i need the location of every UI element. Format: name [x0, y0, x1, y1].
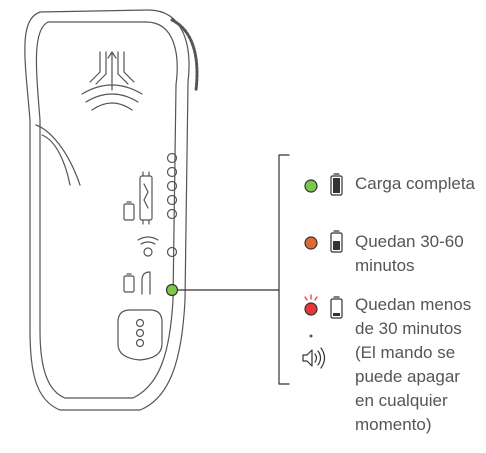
legend-low-label: Quedan menos de 30 minutos (El mando se … [355, 293, 471, 437]
legend-low-line-6: momento) [355, 415, 432, 434]
controller-illustration [24, 9, 199, 411]
full-status-dot [304, 179, 318, 193]
speaker-sound-icon [302, 347, 326, 369]
legend-bracket [278, 154, 290, 385]
controller-outer-outline [24, 9, 190, 411]
legend-low-line-4: puede apagar [355, 367, 460, 386]
blink-indicator-icon [304, 294, 318, 301]
led-column [166, 152, 178, 220]
bottom-button-pad [117, 309, 163, 361]
brand-logo-icon [81, 51, 143, 111]
legend-low-line-5: en cualquier [355, 391, 448, 410]
battery-empty-icon [330, 296, 343, 319]
battery-full-icon [330, 173, 343, 196]
small-dot [309, 334, 313, 338]
battery-mid-icon [330, 230, 343, 253]
legend-full-label: Carga completa [355, 172, 475, 196]
body-battery-cable-icon [123, 271, 151, 295]
low-status-dot [304, 302, 318, 316]
indicator-led [165, 283, 179, 297]
legend-low-line-3: (El mando se [355, 343, 456, 362]
controller-grip-edge [170, 18, 199, 92]
wireless-led [166, 246, 178, 258]
legend-low-line-1: Quedan menos [355, 295, 472, 314]
controller-inner-outline [35, 21, 178, 399]
legend-mid-line-1: Quedan 30-60 [355, 232, 464, 251]
mid-status-dot [304, 236, 318, 250]
legend-mid-label: Quedan 30-60 minutos [355, 230, 464, 278]
legend-mid-line-2: minutos [355, 256, 415, 275]
legend-full-text: Carga completa [355, 174, 476, 193]
controller-trigger-ridge [35, 124, 81, 186]
port-connector-icon [139, 171, 153, 225]
legend-low-line-2: de 30 minutos [355, 319, 462, 338]
body-battery-icon [123, 201, 135, 221]
wireless-icon [137, 236, 159, 257]
